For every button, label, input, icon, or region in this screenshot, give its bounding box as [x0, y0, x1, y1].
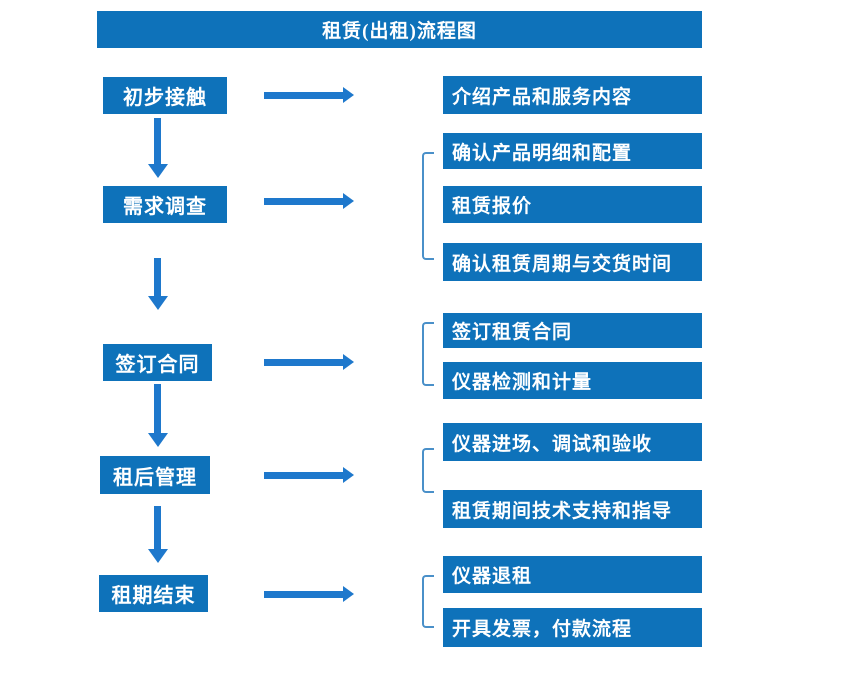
arrow-head-icon [343, 193, 354, 209]
arrow-head-icon [147, 549, 168, 563]
output-box: 签订租赁合同 [443, 313, 702, 348]
group-bracket [422, 448, 434, 493]
stage-box-rental-end: 租期结束 [99, 575, 208, 612]
output-box: 仪器进场、调试和验收 [443, 423, 702, 461]
output-box: 确认产品明细和配置 [443, 133, 702, 169]
stage-box-initial-contact: 初步接触 [103, 77, 227, 114]
right-arrow-connector [264, 586, 354, 602]
output-box: 开具发票，付款流程 [443, 608, 702, 647]
group-bracket [422, 152, 434, 260]
arrow-head-icon [147, 164, 168, 178]
arrow-shaft [264, 197, 343, 205]
stage-box-post-rental-management: 租后管理 [100, 456, 210, 494]
arrow-shaft [154, 258, 161, 296]
output-box: 租赁期间技术支持和指导 [443, 490, 702, 528]
right-arrow-connector [264, 354, 354, 370]
arrow-shaft [154, 118, 161, 164]
arrow-head-icon [147, 296, 168, 310]
arrow-head-icon [343, 87, 354, 103]
output-box: 确认租赁周期与交货时间 [443, 243, 702, 281]
stage-box-sign-contract: 签订合同 [103, 344, 212, 381]
down-arrow-connector [147, 506, 168, 563]
arrow-shaft [264, 590, 343, 598]
group-bracket [422, 575, 434, 628]
arrow-head-icon [147, 433, 168, 447]
down-arrow-connector [147, 258, 168, 310]
output-box: 租赁报价 [443, 186, 702, 223]
output-box: 介绍产品和服务内容 [443, 76, 702, 114]
title-bar: 租赁(出租)流程图 [97, 11, 702, 48]
right-arrow-connector [264, 87, 354, 103]
stage-box-demand-survey: 需求调查 [103, 186, 227, 223]
down-arrow-connector [147, 384, 168, 447]
down-arrow-connector [147, 118, 168, 178]
arrow-head-icon [343, 586, 354, 602]
arrow-head-icon [343, 467, 354, 483]
right-arrow-connector [264, 467, 354, 483]
arrow-head-icon [343, 354, 354, 370]
group-bracket [422, 322, 434, 386]
arrow-shaft [154, 384, 161, 433]
arrow-shaft [264, 91, 343, 99]
output-box: 仪器检测和计量 [443, 362, 702, 399]
arrow-shaft [264, 471, 343, 479]
right-arrow-connector [264, 193, 354, 209]
arrow-shaft [264, 358, 343, 366]
page-title: 租赁(出租)流程图 [322, 21, 477, 42]
output-box: 仪器退租 [443, 556, 702, 593]
arrow-shaft [154, 506, 161, 549]
